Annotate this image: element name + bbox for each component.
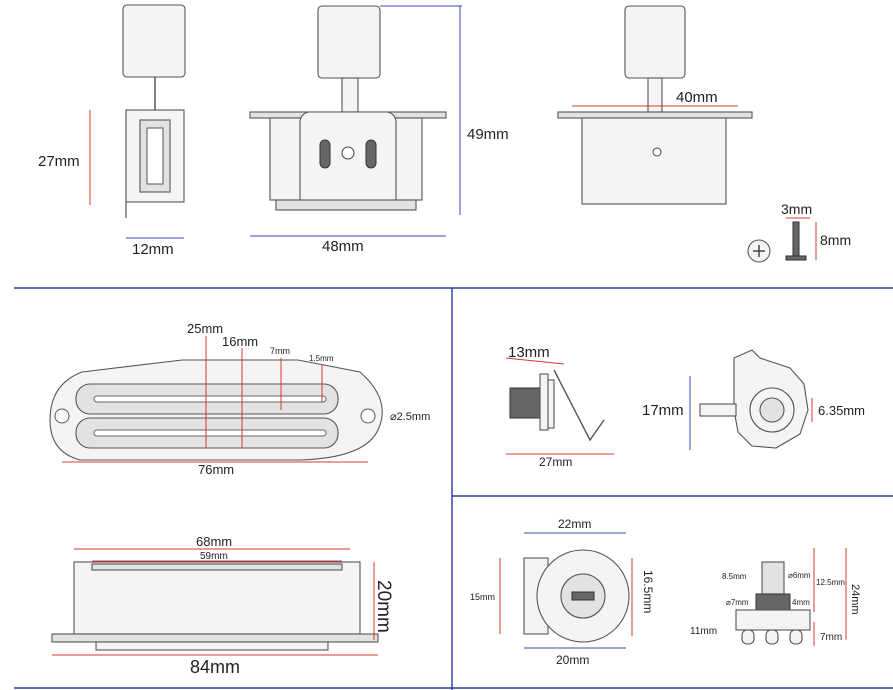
switch-side-window	[146, 127, 164, 185]
switch-back-body	[581, 117, 727, 205]
switch-front-base	[275, 199, 417, 211]
jack-side-spring	[553, 369, 605, 442]
pickup-side-height-label: 20mm	[373, 580, 394, 633]
switch-front-slot-left	[319, 139, 331, 169]
pot-side-thread-len-label: 4mm	[792, 598, 810, 607]
pickup-side-base	[95, 641, 329, 651]
switch-side-height-label: 27mm	[38, 153, 80, 170]
switch-front-knob	[317, 5, 381, 79]
switch-side-knob	[122, 4, 186, 78]
jack-side-frame	[547, 379, 555, 429]
pot-side-knurl	[761, 561, 785, 595]
switch-front-slot-right	[365, 139, 377, 169]
switch-back-lever	[647, 77, 663, 113]
jack-front-bore-label: 6.35mm	[818, 403, 865, 418]
screw-length-label: 8mm	[820, 232, 851, 248]
switch-back-width-label: 40mm	[676, 89, 718, 106]
pot-side-lug-label: 11mm	[690, 626, 717, 637]
pickup-top-hole-left	[54, 408, 70, 424]
switch-front-height-label: 49mm	[467, 126, 509, 143]
switch-back-view: 40mm	[557, 5, 753, 205]
switch-front-lever	[341, 77, 359, 113]
switch-front-width-label: 48mm	[322, 238, 364, 255]
pot-side-thread	[755, 593, 791, 611]
pickup-side-view: 68mm 59mm 20mm 84mm	[51, 534, 394, 677]
pickup-side-plate	[51, 633, 379, 643]
pot-side-case	[735, 609, 811, 631]
switch-front-view: 48mm 49mm	[249, 5, 509, 255]
pickup-side-top	[91, 563, 343, 571]
jack-side-washer	[539, 373, 549, 431]
screw-diameter-label: 3mm	[781, 201, 812, 217]
pot-side-lug-a	[741, 629, 755, 645]
jack-side-view: 13mm 27mm	[505, 344, 614, 469]
switch-back-knob	[624, 5, 686, 79]
pot-front-right-label: 16.5mm	[641, 570, 655, 613]
pickup-side-plate-label: 84mm	[190, 657, 240, 677]
screw-view: 3mm 8mm	[747, 201, 851, 263]
pot-side-knurl-label: 8.5mm	[722, 572, 747, 581]
jack-side-thread	[509, 387, 541, 419]
pickup-top-slot-lower	[93, 429, 327, 437]
pickup-top-25-label: 25mm	[187, 321, 223, 336]
switch-side-view: 27mm 12mm	[38, 4, 186, 258]
pot-side-thread-dia-label: ⌀7mm	[726, 598, 749, 607]
switch-front-pivot	[341, 146, 355, 160]
pot-front-left-label: 15mm	[470, 592, 495, 602]
pickup-top-rail-label: 1.5mm	[309, 354, 334, 363]
pot-side-lug-b	[765, 629, 779, 645]
pickup-top-hole-right	[360, 408, 376, 424]
switch-back-hole	[652, 147, 662, 157]
pickup-top-16-label: 16mm	[222, 334, 258, 349]
pot-front-width-label: 22mm	[558, 517, 591, 531]
pot-side-shaft-dia-label: ⌀6mm	[788, 571, 811, 580]
jack-front-bore	[759, 397, 785, 423]
jack-side-thread-label: 13mm	[508, 344, 550, 361]
jack-front-height-label: 17mm	[642, 402, 684, 419]
pot-side-shaft-len-label: 12.5mm	[816, 578, 845, 587]
screw-head	[785, 255, 807, 261]
pickup-side-59-label: 59mm	[200, 551, 228, 562]
switch-side-width-label: 12mm	[132, 241, 174, 258]
pot-front-bottom-label: 20mm	[556, 653, 589, 667]
pickup-side-68-label: 68mm	[196, 534, 232, 549]
pot-front-slot	[571, 591, 595, 601]
switch-back-plate	[557, 111, 753, 119]
pickup-top-7-label: 7mm	[270, 346, 290, 356]
jack-front-view: 17mm 6.35mm	[642, 349, 865, 450]
pot-front-view: 22mm 15mm 16.5mm 20mm	[470, 517, 655, 667]
jack-side-thread-line	[505, 357, 565, 365]
pickup-top-length-label: 76mm	[198, 462, 234, 477]
switch-front-center	[299, 111, 397, 209]
pot-side-view: 8.5mm ⌀6mm 12.5mm ⌀7mm 4mm 24mm 11mm 7mm	[690, 548, 861, 646]
jack-front-tab	[699, 403, 737, 417]
pickup-top-view: 25mm 16mm 7mm 1.5mm ⌀2.5mm 76mm	[49, 321, 430, 477]
pickup-top-hole-label: ⌀2.5mm	[390, 411, 430, 423]
pot-side-base-label: 7mm	[820, 632, 842, 643]
jack-side-length-label: 27mm	[539, 455, 572, 469]
pickup-side-body	[73, 561, 361, 635]
screw-shank	[792, 221, 800, 257]
pot-side-total-label: 24mm	[849, 584, 861, 615]
pot-side-lug-c	[789, 629, 803, 645]
pickup-top-slot-upper	[93, 395, 327, 403]
